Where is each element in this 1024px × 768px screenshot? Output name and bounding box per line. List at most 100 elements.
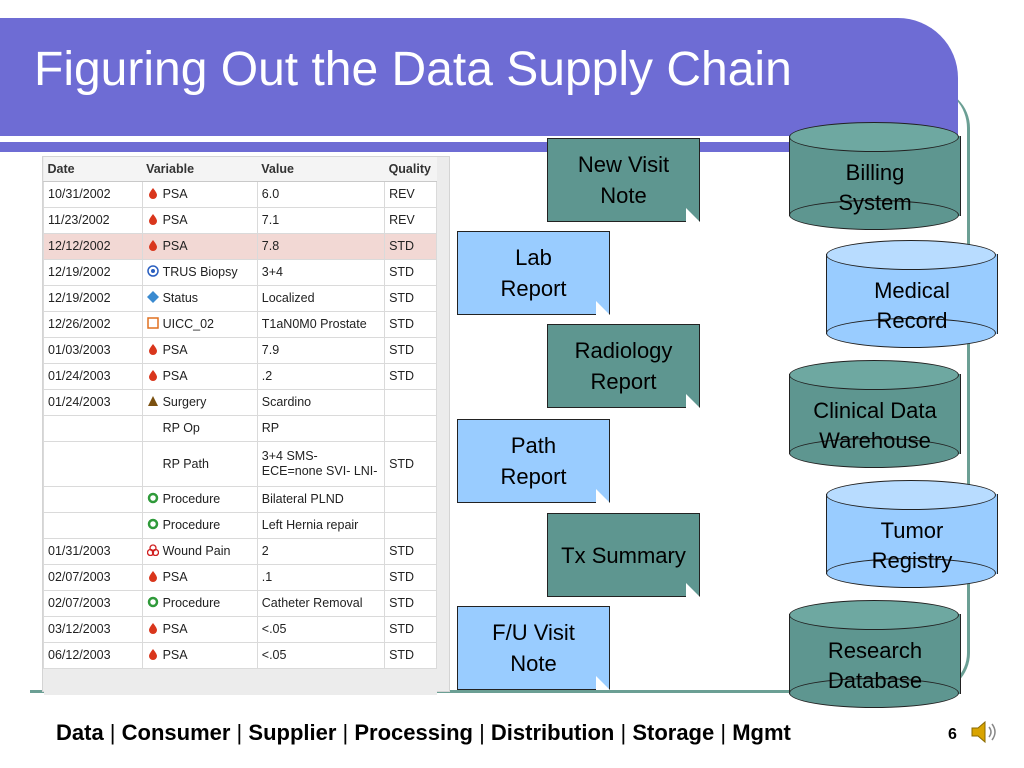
footer-item-distribution[interactable]: Distribution [490,720,615,745]
speaker-icon[interactable] [968,716,1000,748]
cell-variable: TRUS Biopsy [141,259,258,286]
cell-variable: PSA [141,642,258,669]
cell-variable: PSA [141,337,258,364]
cell-variable: PSA [141,616,258,643]
cell-value: 3+4 SMS- ECE=none SVI- LNI- [256,441,386,487]
header-date[interactable]: Date [43,157,143,182]
variable-label: Procedure [162,492,221,506]
cell-date: 12/19/2002 [43,285,143,312]
cell-date [43,512,143,539]
cell-value: 6.0 [256,181,386,208]
cell-variable: Procedure [141,486,258,513]
database-label-line1: Tumor [880,518,944,543]
database-label-line2: System [838,190,912,215]
cell-variable: RP Path [141,441,258,487]
triangle-icon [147,395,163,409]
header-value[interactable]: Value [257,157,385,182]
document-label-line2: Note [510,651,557,676]
footer-item-processing[interactable]: Processing [354,720,473,745]
table-header-row: Date Variable Value Quality [43,157,437,182]
footer-separator: | [472,720,491,745]
cell-date: 11/23/2002 [43,207,143,234]
page-fold-icon [596,301,610,315]
variable-label: PSA [162,343,188,357]
footer-separator: | [230,720,249,745]
blood-drop-icon [147,622,163,636]
footer-separator: | [714,720,733,745]
cell-quality: STD [384,311,437,338]
document-label-line2: Report [590,369,657,394]
footer-item-mgmt[interactable]: Mgmt [732,720,791,745]
table-row[interactable]: Procedure Bilateral PLND [43,486,437,513]
table-empty-row [43,668,437,695]
footer-separator: | [336,720,355,745]
cell-value: RP [256,415,386,442]
footer-item-consumer[interactable]: Consumer [121,720,231,745]
footer-item-data[interactable]: Data [56,720,104,745]
cell-variable: Surgery [141,389,258,416]
page-fold-icon [686,583,700,597]
database-label-line1: Medical [874,278,950,303]
cell-quality: REV [384,181,437,208]
header-variable[interactable]: Variable [142,157,258,182]
header-quality[interactable]: Quality [384,157,437,182]
square-icon [146,317,163,331]
cell-date: 01/24/2003 [43,389,143,416]
ring-icon [147,596,163,610]
cell-date: 02/07/2003 [43,590,143,617]
database-label-line2: Record [876,308,948,333]
cell-variable: Procedure [141,590,258,617]
footer-item-supplier[interactable]: Supplier [248,720,337,745]
cell-value: Left Hernia repair [256,512,386,539]
cell-quality [384,389,437,416]
cell-variable: Procedure [141,512,258,539]
variable-label: PSA [162,213,188,227]
database-label-line2: Warehouse [819,428,931,453]
document-label-line1: Lab [515,245,552,270]
cell-value: Catheter Removal [256,590,386,617]
cell-date: 01/03/2003 [43,337,143,364]
cell-value: 2 [256,538,386,565]
document-label: Tx Summary [561,540,686,571]
variable-label: PSA [162,369,188,383]
cell-quality: STD [384,590,437,617]
cell-value: Bilateral PLND [256,486,386,513]
cell-value: T1aN0M0 Prostate [256,311,386,338]
variable-label: PSA [162,187,188,201]
footer-separator: | [614,720,633,745]
footer-item-storage[interactable]: Storage [632,720,715,745]
cell-quality: STD [384,642,437,669]
cell-variable: RP Op [141,415,258,442]
document-label-line2: Note [600,183,647,208]
database-label-line1: Clinical Data [813,398,937,423]
title-underline [0,142,960,152]
variable-label: PSA [162,570,188,584]
cell-quality: REV [384,207,437,234]
